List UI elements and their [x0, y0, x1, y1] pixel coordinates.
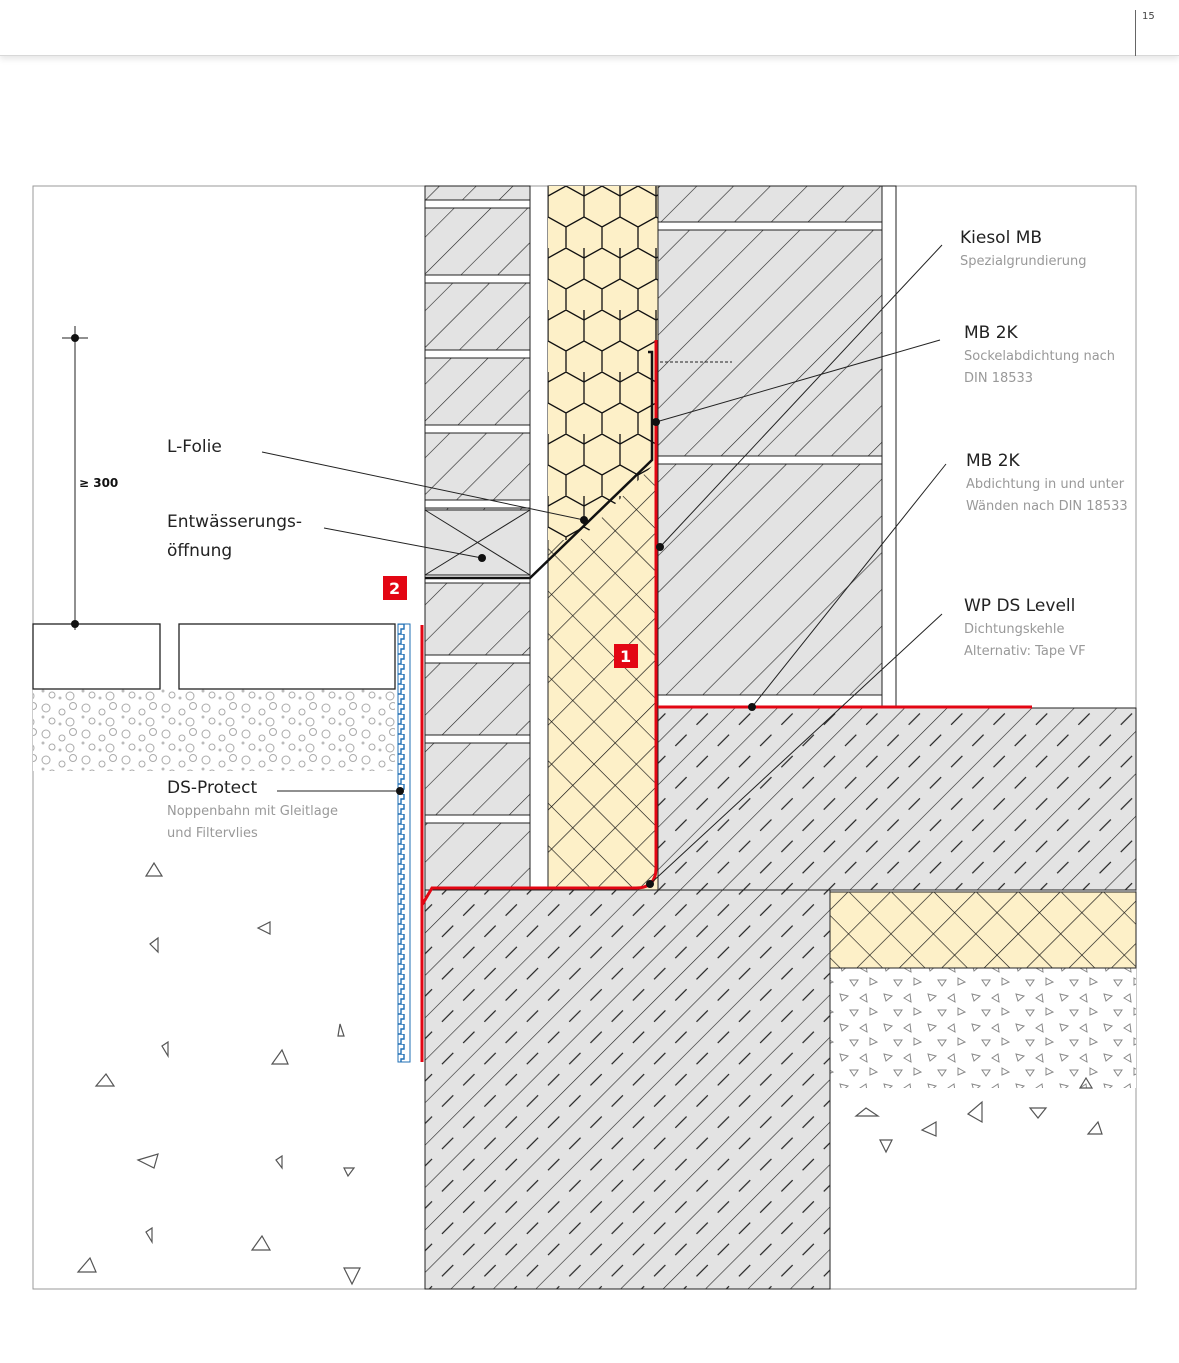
dimension-line: ≥ 300: [62, 326, 118, 630]
inner-wall: [657, 185, 897, 709]
slab-insulation: [829, 891, 1137, 969]
badge-2: 2: [383, 576, 407, 600]
label-mb2k-waende-sub: Wänden nach DIN 18533: [966, 499, 1128, 514]
paving-slab: [178, 623, 396, 690]
page-number: 15: [1142, 11, 1155, 22]
paving-slab: [32, 623, 161, 690]
header-divider: [1135, 10, 1136, 56]
foundation: [424, 889, 831, 1290]
label-l-folie: L-Folie: [167, 437, 222, 457]
label-wp-ds-levell-sub: Dichtungskehle: [964, 622, 1065, 637]
label-mb2k-waende-sub: Abdichtung in und unter: [966, 477, 1125, 492]
label-wp-ds-levell-sub: Alternativ: Tape VF: [964, 644, 1086, 659]
leader-lines: [261, 244, 947, 888]
gravel-layer: [33, 689, 395, 771]
svg-text:1: 1: [620, 647, 631, 666]
label-kiesol-title: Kiesol MB: [960, 228, 1042, 248]
label-entwaesserung: Entwässerungs-: [167, 512, 302, 532]
ds-protect-membrane: [397, 623, 411, 1063]
label-ds-protect-title: DS-Protect: [167, 778, 257, 798]
outer-brick-wall: [424, 185, 531, 891]
svg-text:2: 2: [389, 579, 400, 598]
label-kiesol-sub: Spezialgrundierung: [960, 254, 1087, 269]
dimension-label: ≥ 300: [79, 476, 118, 490]
label-mb2k-sockel-sub: DIN 18533: [964, 371, 1033, 386]
floor-slab: [657, 707, 1137, 891]
soil: [76, 861, 361, 1286]
label-wp-ds-levell-title: WP DS Levell: [964, 596, 1075, 616]
perimeter-insulation: [547, 185, 659, 891]
fine-gravel: [830, 968, 1136, 1088]
page-header: [0, 0, 1179, 56]
soil-right: [854, 1076, 1103, 1154]
label-ds-protect-sub: und Filtervlies: [167, 826, 258, 841]
label-mb2k-sockel-sub: Sockelabdichtung nach: [964, 349, 1115, 364]
label-mb2k-waende-title: MB 2K: [966, 451, 1021, 471]
label-ds-protect-sub: Noppenbahn mit Gleitlage: [167, 804, 338, 819]
drainage-opening: [424, 509, 531, 576]
badge-1: 1: [614, 644, 638, 668]
label-mb2k-sockel-title: MB 2K: [964, 323, 1019, 343]
label-entwaesserung: öffnung: [167, 541, 232, 561]
l-folie-line: [425, 350, 654, 580]
